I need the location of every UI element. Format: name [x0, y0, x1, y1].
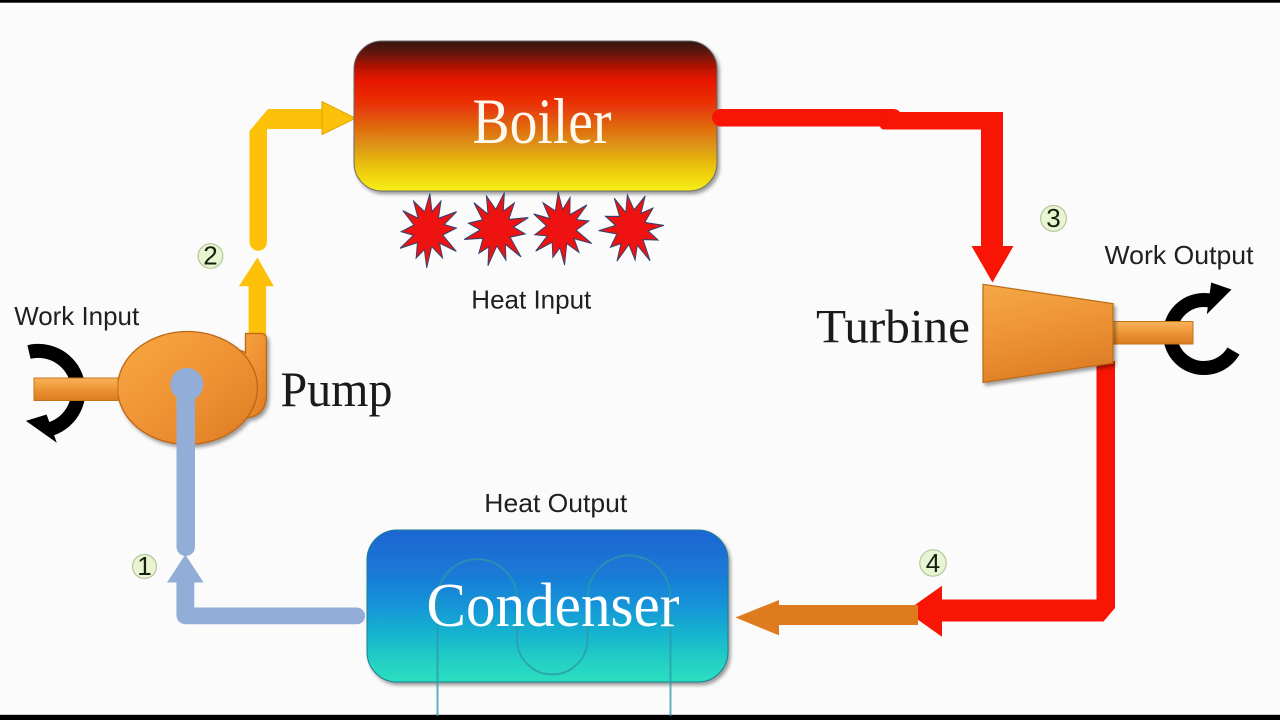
- svg-text:4: 4: [926, 548, 940, 578]
- svg-text:Heat Output: Heat Output: [484, 488, 628, 518]
- svg-text:2: 2: [203, 241, 217, 271]
- svg-text:Boiler: Boiler: [473, 86, 612, 158]
- svg-text:Turbine: Turbine: [816, 301, 970, 354]
- svg-text:Work Input: Work Input: [14, 301, 140, 331]
- svg-text:Pump: Pump: [281, 361, 393, 417]
- svg-text:1: 1: [137, 551, 151, 581]
- svg-text:Condenser: Condenser: [427, 572, 680, 640]
- svg-text:Work Output: Work Output: [1105, 240, 1255, 270]
- svg-text:3: 3: [1046, 203, 1060, 233]
- svg-text:Heat Input: Heat Input: [471, 285, 592, 315]
